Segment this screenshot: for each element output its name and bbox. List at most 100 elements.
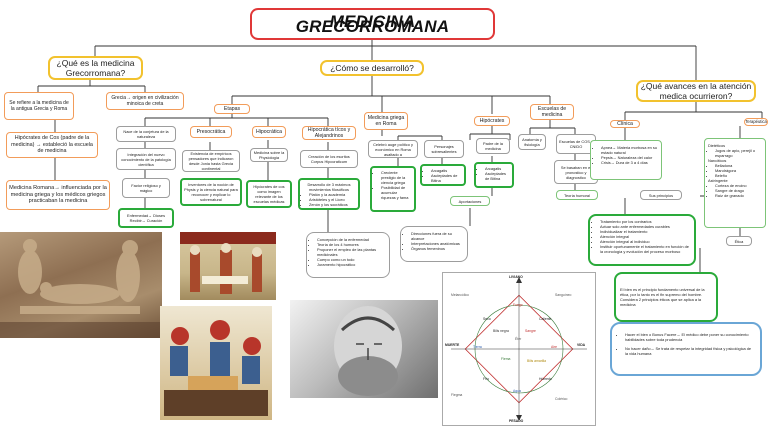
hipocrates-cos-text: Hipócrates de Cos (padre de la medicina)… [11, 135, 93, 155]
terapeutica-item: Raíz de granado [715, 193, 762, 198]
clinica-box: Apnea→ Materia morbosa en su estado natu… [590, 140, 662, 180]
fresco-figures [180, 232, 276, 294]
etica-label: Ética [726, 236, 752, 246]
cosmos-word: Fuego [513, 303, 523, 307]
etapa1-item2-text: Factor religioso y mágico [131, 183, 161, 193]
philosophy-item: Aristóteles y el Liceo [309, 197, 356, 202]
etapa3-item2-text: Hipócrates de cos como imagen relevante … [253, 184, 285, 204]
greece-origin-text: Grecia→ origen en civilización minoica d… [111, 95, 179, 107]
main-title-text: MEDICINA GRECORROMANA [295, 12, 450, 36]
escuelas-label-text: Escuelas de medicina [537, 106, 567, 118]
hipocrates-c1-item: Arcagatis [485, 166, 510, 171]
hipocrates-label: Hipócrates [474, 116, 510, 126]
terapeutica-sublist: Belladona Mandrágora Beleño [708, 163, 762, 178]
cosmos-word: Bilis amarilla [527, 359, 547, 363]
etapa4-item2: Desarrollo de 3 máximos movimientos filo… [298, 178, 360, 210]
terapeutica-box: Dietéticos Jugos de apio, perejil o espa… [704, 138, 766, 228]
griega-c1-list-box: Creciente prestigio de la ciencia griega… [370, 166, 416, 212]
portrait-engraving [334, 306, 402, 396]
question-advances: ¿Qué avances en la atención medica ocurr… [636, 80, 756, 102]
cosmos-bottom: PESADO [509, 419, 524, 423]
etapa3-item2: Hipócrates de cos como imagen relevante … [246, 180, 292, 208]
terapeutica-item: Dietéticos [708, 143, 726, 148]
escuelas-label: Escuelas de medicina [530, 104, 574, 120]
teoria-humoral-text: Teoría humoral [564, 192, 590, 198]
terapeutica-item: Sangre de drago [715, 188, 762, 193]
etica-label-text: Ética [734, 238, 744, 244]
cosmos-left: MUERTE [445, 343, 460, 347]
roman-fresco-image [180, 232, 276, 300]
cosmos-center: Éter [515, 337, 522, 341]
clinica-item: Pepsis→ Naturaleza del calor [601, 155, 658, 160]
cosmology-lines [451, 277, 587, 421]
main-title: MEDICINA GRECORROMANA [250, 8, 495, 40]
greece-origin-box: Grecia→ origen en civilización minoica d… [106, 92, 184, 110]
griega-c2-list: Arcagatis Asclepiades de Bitina [424, 168, 462, 183]
philosophy-list: Platón y la academia Aristóteles y el Li… [302, 192, 356, 207]
terapeutica-label-text: Terapéutica [745, 119, 767, 124]
terapeutica-item: Corteza de encino [715, 183, 762, 188]
etapa2-item1-text: Existencia de empíricos pensadores que i… [188, 151, 234, 171]
hipocrates-cos-box: Hipócrates de Cos (padre de la medicina)… [6, 132, 98, 158]
griega-label: Medicina griega en Roma [364, 112, 408, 130]
aportaciones-item: Direcciones fuera de su alcance [411, 231, 464, 241]
etapa2-item2: Inventores de la noción de Physis y la c… [180, 178, 242, 206]
concepcion-list: Concepción de la enfermedad Teoría de lo… [310, 237, 386, 267]
etapa3-head: Hipocrática [252, 126, 286, 138]
cosmos-word: Flegma [451, 393, 463, 397]
etica-principles-list: Hacer el bien o Bonus Facere→ El médico … [618, 332, 754, 356]
etapa1-item3-text: Enfermedad→ Dioses Recibir→ Curación [126, 213, 166, 223]
principios-item: Actuar solo ante enfermedades curables [600, 224, 691, 229]
cosmos-top: LIVIANO [509, 275, 523, 279]
teoria-humoral-label: Teoría humoral [556, 190, 598, 200]
terapeutica-item: Astringente [708, 178, 728, 183]
terapeutica-item: Beleño [715, 173, 762, 178]
principios-item: Instituir oportunamente el tratamiento e… [600, 244, 691, 254]
griega-c2-list-box: Arcagatis Asclepiades de Bitina [420, 164, 466, 186]
cosmos-word: Sanguíneo [555, 293, 572, 297]
hipocrates-c1-item: Asclepiades de Bitina [485, 171, 510, 181]
principios-box: Tratamiento por los contrarios Actuar so… [588, 214, 696, 266]
cosmos-word: Melancólico [451, 293, 469, 297]
etapa2-head-text: Presocrática [196, 129, 226, 135]
etapa2-item1: Existencia de empíricos pensadores que i… [182, 150, 240, 172]
concepcion-item: Concepción de la enfermedad [317, 237, 386, 242]
cosmos-word: Agua [513, 389, 521, 393]
principios-item: Atención integral [600, 234, 691, 239]
pronostico-box: Se basaban en el pronostico y diagnostic… [554, 160, 598, 184]
cosmos-word: Colérico [555, 397, 568, 401]
cosmos-word: Frío [483, 377, 490, 381]
definition-box: Se refiere a la medicina de la antigua G… [4, 92, 74, 120]
aportaciones-box: Direcciones fuera de su alcance Interpre… [400, 226, 468, 262]
concepcion-box: Concepción de la enfermedad Teoría de lo… [306, 232, 390, 278]
griega-c2-item: Asclepiades de Bitina [431, 173, 462, 183]
etica-text: El bien es el principio fundamento unive… [620, 287, 705, 307]
etapa4-head: Hipocrática tícos y Alejandrinos [302, 126, 356, 140]
anatomia-box: Anatomía y fisiología [518, 134, 546, 150]
etapa4-item1: Creación de los escritos Corpus Hipocrat… [300, 150, 358, 168]
terapeutica-item: Jugos de apio, perejil o esparrago [715, 148, 762, 158]
principios-item: Atención integral al individuo [600, 239, 691, 244]
etapa1-head: Nace de la conjetura de la naturaleza [116, 126, 176, 142]
roman-medicine-box: Medicina Romana→ influenciada por la med… [6, 180, 110, 210]
question-what: ¿Qué es la medicina Grecorromana? [48, 56, 143, 80]
philosophy-item: Platón y la academia [309, 192, 356, 197]
etapa1-item2: Factor religioso y mágico [122, 178, 170, 198]
clinica-label: Clínica [610, 120, 640, 128]
griega-c1-list: Creciente prestigio de la ciencia griega… [374, 170, 412, 200]
etapas-label: Etapas [214, 104, 250, 114]
terapeutica-label: Terapéutica [744, 118, 768, 126]
etapa2-head: Presocrática [190, 126, 232, 138]
etica-principle-item: No hacer daño→ Se trata de respetar la i… [625, 346, 754, 356]
etapa3-item1-text: Medicina sobre la Physiología [253, 150, 285, 160]
griega-c2: Personajes sobresalientes [424, 140, 464, 158]
relief-figures [0, 239, 162, 338]
concepcion-item: Cuerpo como un todo [317, 257, 386, 262]
etapa4-item1-text: Creación de los escritos Corpus Hipocrat… [308, 154, 350, 164]
etapa1-head-text: Nace de la conjetura de la naturaleza [123, 129, 169, 139]
aportaciones-item: Interpretaciones anatómicas [411, 241, 464, 246]
concepcion-item: Teoría de los 4 humores [317, 242, 386, 247]
terapeutica-item: Belladona [715, 163, 762, 168]
concepcion-item: Juramento hipocrático [317, 262, 386, 267]
